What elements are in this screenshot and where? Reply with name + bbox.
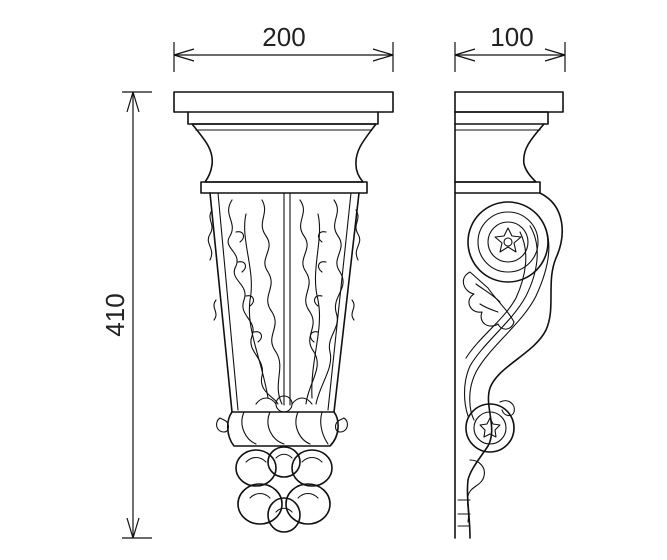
depth-dimension: 100 xyxy=(454,22,566,72)
height-label: 410 xyxy=(100,293,130,336)
depth-label: 100 xyxy=(490,22,533,52)
width-dimension: 200 xyxy=(173,22,394,72)
side-view xyxy=(454,91,564,539)
front-view xyxy=(173,91,394,533)
width-label: 200 xyxy=(262,22,305,52)
height-dimension: 410 xyxy=(100,91,152,539)
